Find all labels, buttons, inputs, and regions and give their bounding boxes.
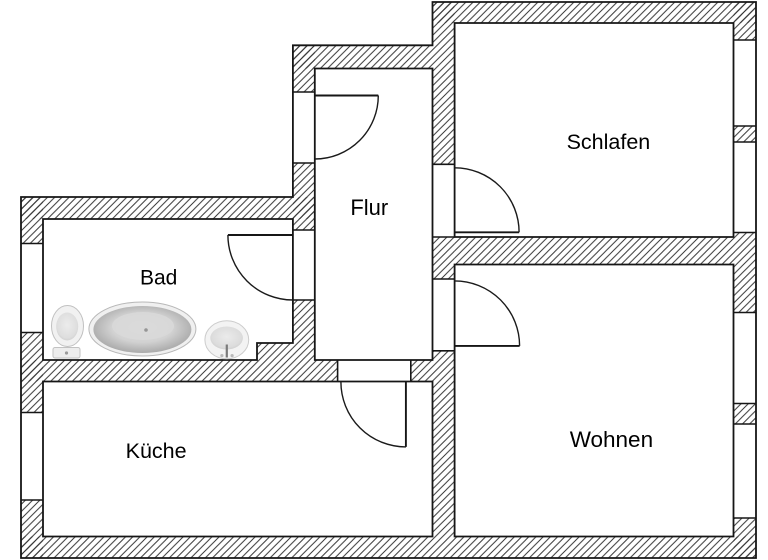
svg-text:Flur: Flur <box>350 195 388 220</box>
svg-text:Wohnen: Wohnen <box>570 427 653 452</box>
svg-text:Küche: Küche <box>126 439 187 463</box>
svg-text:Bad: Bad <box>140 266 177 289</box>
svg-text:Schlafen: Schlafen <box>567 130 651 154</box>
